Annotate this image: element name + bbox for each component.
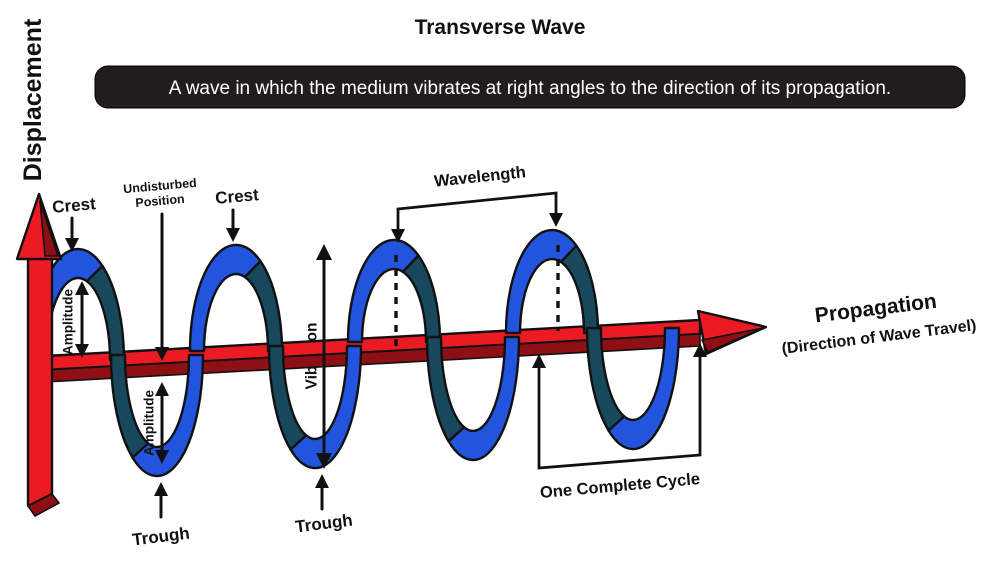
amplitude-above-up-arrow-icon: [75, 281, 89, 295]
page-title: Transverse Wave: [415, 16, 586, 39]
x-axis-label-group: Propagation (Direction of Wave Travel): [781, 290, 978, 358]
y-axis-shaft: [26, 253, 54, 508]
vibration-callout: [316, 244, 332, 469]
crest-1-label: Crest: [51, 194, 96, 217]
crest-2-callout: Crest: [214, 185, 260, 242]
x-axis-sublabel: (Direction of Wave Travel): [781, 317, 978, 358]
wave-crest-3-back: [401, 254, 442, 344]
crest-1-down-arrow-icon: [65, 238, 79, 252]
x-axis-label: Propagation: [814, 290, 938, 328]
definition-text: A wave in which the medium vibrates at r…: [169, 78, 891, 99]
y-axis-foot-shade: [27, 493, 60, 517]
undisturbed-down-arrow-icon: [155, 347, 169, 361]
wave-trough-3-front: [447, 335, 521, 462]
one-complete-cycle-label: One Complete Cycle: [539, 470, 700, 502]
trough-1-callout: Trough: [131, 482, 191, 550]
x-axis-arrow: [43, 309, 768, 383]
undisturbed-position-label-line2: Position: [135, 192, 185, 210]
undisturbed-position-label-line1: Undisturbed: [123, 176, 198, 196]
undisturbed-position-callout: Undisturbed Position: [123, 176, 198, 361]
amplitude-above-label: Amplitude: [61, 289, 76, 355]
trough-2-up-arrow-icon: [315, 474, 329, 488]
trough-1-up-arrow-icon: [154, 482, 168, 496]
wave-crest-4-back: [559, 244, 600, 335]
vibration-up-arrow-icon: [316, 244, 332, 260]
amplitude-below-down-arrow-icon: [155, 450, 169, 464]
y-axis-arrowhead-shade: [39, 200, 59, 257]
cycle-left-up-arrow-icon: [532, 354, 546, 368]
wave-crest-2-back: [243, 259, 284, 353]
x-axis-arrowhead-shade: [701, 327, 764, 353]
amplitude-below-label: Amplitude: [142, 390, 157, 456]
one-complete-cycle-bracket: [537, 355, 702, 470]
amplitude-below-callout: Amplitude: [142, 382, 169, 464]
wavelength-bracket: [396, 191, 558, 232]
wavelength-label: Wavelength: [433, 163, 526, 191]
definition-banner: A wave in which the medium vibrates at r…: [94, 65, 966, 109]
trough-2-label: Trough: [294, 511, 353, 537]
amplitude-above-callout: Amplitude: [61, 281, 89, 358]
wave-ribbon: [30, 228, 681, 478]
wave-crest-2-front: [188, 243, 262, 353]
wave-trough-1-front: [131, 353, 205, 478]
amplitude-below-up-arrow-icon: [155, 382, 169, 396]
wave-crest-3-front: [346, 238, 420, 344]
vibration-down-arrow-icon: [316, 453, 332, 469]
wave-crest-1-back: [85, 264, 126, 362]
wavelength-left-down-arrow-icon: [391, 229, 405, 243]
wave-trough-4-front: [607, 326, 681, 451]
trough-1-label: Trough: [131, 524, 190, 550]
wavelength-right-down-arrow-icon: [549, 213, 563, 227]
wave-trough-2-front: [289, 344, 363, 470]
crest-2-down-arrow-icon: [226, 228, 240, 242]
crest-2-label: Crest: [214, 185, 259, 208]
amplitude-above-down-arrow-icon: [75, 344, 89, 358]
cycle-right-up-arrow-icon: [693, 343, 707, 357]
trough-2-callout: Trough: [294, 474, 354, 537]
wave-crest-4-front: [504, 228, 578, 335]
y-axis-label: Displacement: [19, 18, 47, 181]
definition-banner-background: [94, 65, 966, 109]
crest-1-callout: Crest: [51, 194, 97, 252]
y-axis-arrow: [15, 192, 63, 517]
